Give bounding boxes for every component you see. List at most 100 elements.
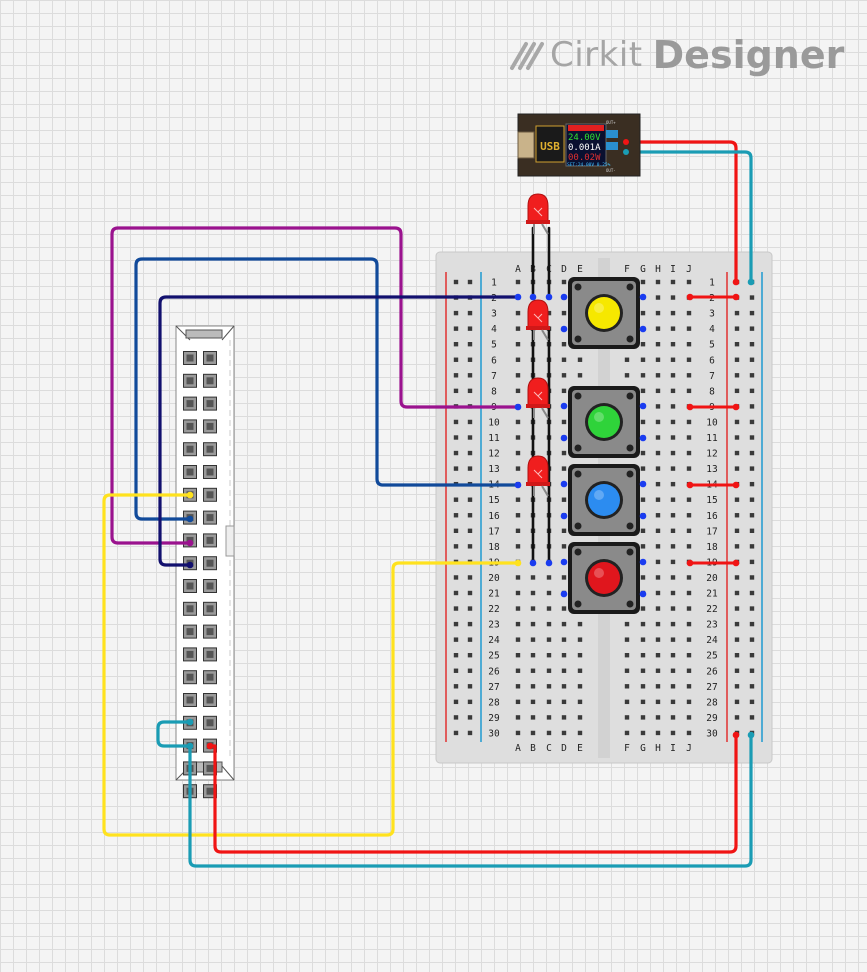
column-label-G-bottom: G bbox=[640, 743, 646, 754]
column-label-J: J bbox=[686, 264, 692, 275]
header-pin[interactable] bbox=[203, 373, 217, 388]
logo-product-text: Designer bbox=[652, 33, 845, 77]
red-led[interactable] bbox=[526, 299, 550, 341]
header-pin[interactable] bbox=[203, 533, 217, 548]
header-pin[interactable] bbox=[183, 647, 197, 662]
blue-push-button[interactable] bbox=[568, 464, 640, 536]
row-label-right-7: 7 bbox=[709, 371, 715, 382]
row-label-right-28: 28 bbox=[706, 697, 718, 708]
column-label-E: E bbox=[577, 264, 583, 275]
header-pin[interactable] bbox=[183, 670, 197, 685]
column-label-F: F bbox=[624, 264, 630, 275]
header-pin[interactable] bbox=[203, 601, 217, 616]
row-label-right-12: 12 bbox=[706, 449, 717, 460]
column-label-F-bottom: F bbox=[624, 743, 630, 754]
row-label-right-30: 30 bbox=[706, 728, 718, 739]
row-label-left-12: 12 bbox=[488, 449, 499, 460]
meter-pin-top: OUT+ bbox=[606, 120, 616, 125]
yellow-push-button[interactable] bbox=[568, 277, 640, 349]
column-label-H: H bbox=[655, 264, 661, 275]
header-pin[interactable] bbox=[203, 465, 217, 479]
row-label-left-15: 15 bbox=[488, 495, 499, 506]
wire-red-meter[interactable] bbox=[624, 140, 738, 284]
header-pin[interactable] bbox=[203, 647, 217, 662]
row-label-right-1: 1 bbox=[709, 278, 715, 289]
meter-voltage: 24.00V bbox=[568, 133, 601, 143]
wire-teal-meter[interactable] bbox=[624, 150, 753, 284]
header-pin[interactable] bbox=[203, 624, 217, 639]
row-label-right-29: 29 bbox=[706, 713, 718, 724]
wire-teal-loop[interactable] bbox=[156, 720, 192, 748]
red-led[interactable] bbox=[526, 377, 550, 419]
red-led[interactable] bbox=[526, 455, 550, 497]
row-label-left-29: 29 bbox=[488, 713, 500, 724]
column-label-A: A bbox=[515, 264, 521, 275]
header-pin[interactable] bbox=[183, 396, 197, 411]
column-label-D: D bbox=[561, 264, 567, 275]
header-pin[interactable] bbox=[203, 761, 217, 776]
leds[interactable] bbox=[526, 193, 550, 497]
column-label-C-bottom: C bbox=[546, 743, 552, 754]
header-pin[interactable] bbox=[183, 373, 197, 388]
header-pin[interactable] bbox=[203, 693, 217, 707]
header-pins[interactable] bbox=[183, 351, 217, 799]
header-pin[interactable] bbox=[203, 419, 217, 434]
header-pin[interactable] bbox=[203, 510, 217, 525]
wire-teal-ground[interactable] bbox=[188, 733, 753, 868]
column-label-A-bottom: A bbox=[515, 743, 521, 754]
column-label-I-bottom: I bbox=[670, 743, 676, 754]
row-label-right-21: 21 bbox=[706, 589, 718, 600]
wires[interactable] bbox=[102, 140, 753, 868]
header-pin[interactable] bbox=[203, 351, 217, 365]
row-label-left-23: 23 bbox=[488, 620, 499, 631]
green-push-button[interactable] bbox=[568, 386, 640, 458]
row-label-right-20: 20 bbox=[706, 573, 718, 584]
header-pin[interactable] bbox=[203, 670, 217, 685]
row-label-right-10: 10 bbox=[706, 417, 718, 428]
column-label-D-bottom: D bbox=[561, 743, 567, 754]
column-label-E-bottom: E bbox=[577, 743, 583, 754]
logo-brand-text: Cirkit bbox=[550, 35, 643, 75]
header-pin[interactable] bbox=[203, 715, 217, 730]
header-pin[interactable] bbox=[183, 579, 197, 593]
row-label-right-24: 24 bbox=[706, 635, 718, 646]
row-label-left-17: 17 bbox=[488, 526, 499, 537]
wire-red-power[interactable] bbox=[208, 733, 738, 854]
row-label-right-25: 25 bbox=[706, 651, 717, 662]
header-pin[interactable] bbox=[183, 351, 197, 365]
cirkit-designer-logo: Cirkit Designer bbox=[508, 30, 844, 80]
header-pin[interactable] bbox=[183, 624, 197, 639]
header-pin[interactable] bbox=[183, 465, 197, 479]
column-label-J-bottom: J bbox=[686, 743, 692, 754]
red-led[interactable] bbox=[526, 193, 550, 235]
header-pin[interactable] bbox=[183, 601, 197, 616]
row-label-left-28: 28 bbox=[488, 697, 500, 708]
header-pin[interactable] bbox=[203, 396, 217, 411]
meter-current: 0.001A bbox=[568, 143, 601, 153]
header-pin[interactable] bbox=[203, 579, 217, 593]
row-label-left-24: 24 bbox=[488, 635, 500, 646]
wire-purple[interactable] bbox=[110, 226, 520, 545]
wire-yellow[interactable] bbox=[102, 493, 520, 837]
red-push-button[interactable] bbox=[568, 542, 640, 614]
column-label-B-bottom: B bbox=[530, 743, 536, 754]
gpio-header[interactable] bbox=[175, 325, 235, 799]
usb-power-meter[interactable]: USB 24.00V 0.001A 00.02W SET:24.00V 0.25… bbox=[517, 113, 641, 177]
header-pin[interactable] bbox=[183, 419, 197, 434]
row-label-left-1: 1 bbox=[491, 278, 497, 289]
header-pin[interactable] bbox=[203, 487, 217, 502]
header-pin[interactable] bbox=[203, 442, 217, 457]
wire-navy[interactable] bbox=[158, 295, 520, 567]
column-label-G: G bbox=[640, 264, 646, 275]
header-pin[interactable] bbox=[183, 442, 197, 457]
wire-blue[interactable] bbox=[134, 257, 520, 521]
header-pin[interactable] bbox=[183, 693, 197, 707]
push-buttons[interactable] bbox=[568, 277, 640, 614]
row-label-left-13: 13 bbox=[488, 464, 499, 475]
header-pin[interactable] bbox=[203, 556, 217, 571]
row-label-left-8: 8 bbox=[491, 386, 497, 397]
row-label-left-26: 26 bbox=[488, 666, 500, 677]
row-label-left-30: 30 bbox=[488, 728, 500, 739]
